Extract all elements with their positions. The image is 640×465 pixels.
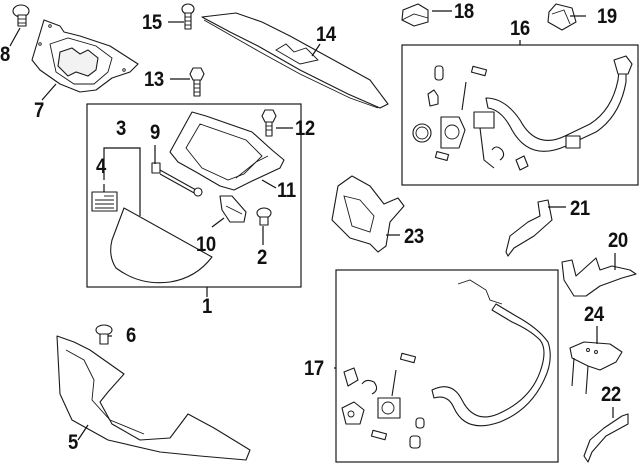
callout-4: 4 (96, 155, 106, 178)
callout-20: 20 (608, 229, 628, 252)
group-box-17 (335, 269, 559, 463)
callout-21: 21 (570, 197, 590, 220)
callout-22: 22 (601, 383, 621, 406)
part-8-push-pin (12, 4, 30, 27)
part-19-clip (547, 3, 577, 31)
part-17-harness (341, 279, 551, 449)
callout-16: 16 (510, 17, 530, 40)
callout-13: 13 (144, 68, 164, 91)
part-12-bolt (261, 109, 277, 137)
callout-18: 18 (454, 0, 474, 23)
part-13-bolt (189, 67, 205, 97)
part-4-label (91, 191, 118, 212)
part-22-bracket (583, 413, 629, 463)
part-6-push-pin (95, 324, 113, 345)
part-24-mount (569, 341, 623, 395)
callout-17: 17 (304, 357, 324, 380)
callout-5: 5 (68, 431, 78, 454)
part-23-bracket (331, 175, 405, 253)
part-20-bracket (561, 257, 637, 297)
callout-1: 1 (202, 295, 212, 318)
callout-12: 12 (295, 117, 315, 140)
callout-24: 24 (584, 303, 604, 326)
callout-8: 8 (0, 43, 10, 66)
part-11-bracket (169, 111, 285, 191)
part-3-cover (110, 207, 213, 284)
leader-lines (9, 10, 616, 441)
callout-3: 3 (116, 117, 126, 140)
part-2-push-pin (256, 207, 272, 226)
part-5-lower-panel (56, 335, 251, 461)
callout-15: 15 (142, 11, 162, 34)
callout-14: 14 (316, 23, 336, 46)
callout-10: 10 (196, 233, 216, 256)
part-9-sensor (151, 162, 203, 197)
part-15-bolt (181, 3, 195, 30)
part-14-shield (201, 12, 389, 109)
part-18-clip (401, 3, 429, 27)
callout-23: 23 (404, 225, 424, 248)
part-21-bracket (505, 199, 553, 257)
callout-9: 9 (150, 121, 160, 144)
callout-19: 19 (597, 5, 617, 28)
callout-7: 7 (34, 99, 44, 122)
part-16-harness (412, 55, 633, 171)
callout-6: 6 (126, 324, 136, 347)
part-10-clip (219, 195, 247, 223)
callout-2: 2 (257, 246, 267, 269)
callout-11: 11 (277, 179, 296, 202)
group-box-1 (86, 103, 302, 288)
part-7-panel (31, 19, 139, 93)
